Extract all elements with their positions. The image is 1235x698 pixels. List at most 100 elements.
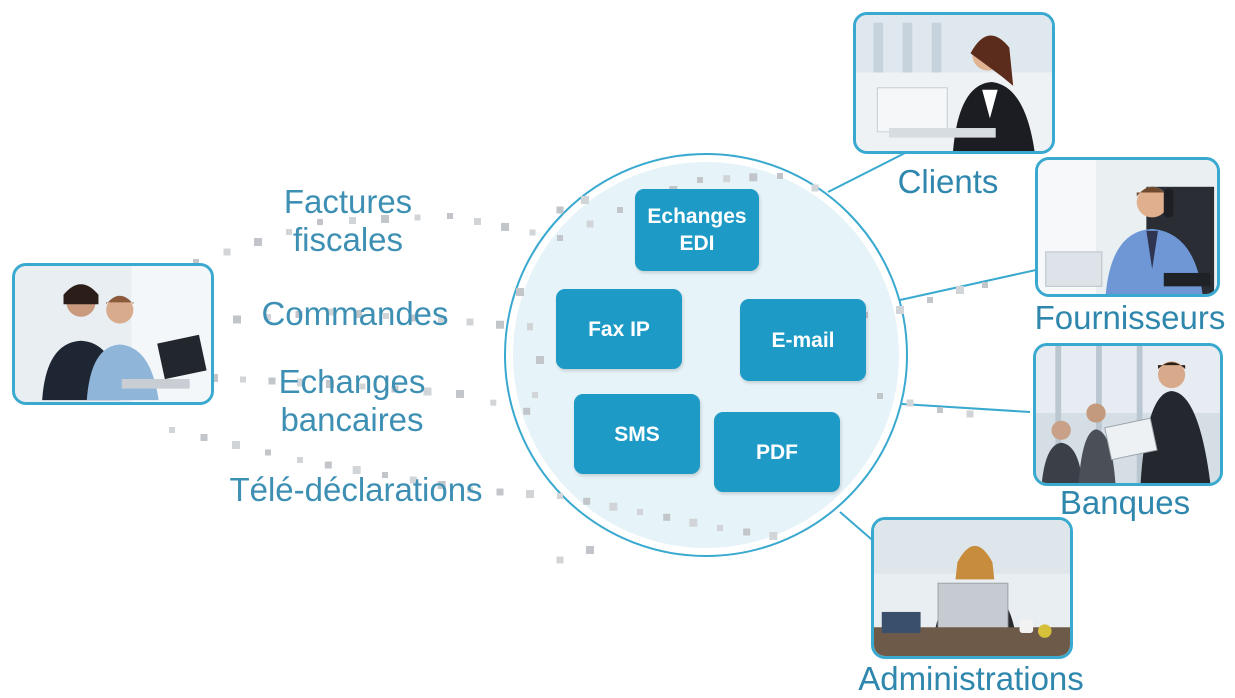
flow-dot — [232, 441, 240, 449]
channel-label: E-mail — [771, 328, 835, 352]
flow-dot — [532, 392, 538, 398]
flow-dot — [447, 213, 453, 219]
flow-dot — [265, 314, 271, 320]
flow-dot — [723, 175, 731, 183]
partner-label-clients: Clients — [878, 163, 1018, 201]
partner-label-banques: Banques — [1050, 484, 1200, 522]
company-team-photo — [12, 263, 214, 405]
flow-dot — [414, 214, 421, 221]
flow-dot — [265, 449, 271, 456]
channel-label: Fax IP — [588, 317, 650, 341]
flow-dot — [896, 306, 904, 314]
flow-label-text: Télé-déclarations — [229, 471, 483, 508]
flow-dot — [811, 184, 819, 192]
clients-photo — [853, 12, 1055, 154]
flow-dot — [956, 286, 964, 294]
channel-echanges-edi: Echanges EDI — [635, 189, 759, 271]
flow-dot — [586, 220, 594, 228]
flow-dot — [529, 229, 536, 236]
flow-dot — [516, 288, 524, 296]
flow-label-text: Echanges bancaires — [278, 363, 426, 438]
flow-dot — [527, 323, 533, 329]
connector-fournisseurs — [899, 269, 1037, 301]
flow-dot — [583, 497, 591, 505]
flow-dot — [581, 196, 589, 204]
flow-dot — [381, 215, 389, 223]
flow-dot — [268, 377, 276, 385]
partner-label-text: Administrations — [858, 660, 1084, 697]
flow-dot — [254, 238, 262, 246]
flow-dot — [193, 259, 199, 265]
flow-dot — [240, 376, 246, 383]
exchange-hub-outline — [504, 153, 908, 557]
flow-dot — [526, 490, 534, 498]
flow-dot — [466, 318, 474, 326]
connector-banques — [901, 403, 1031, 413]
flow-dot — [609, 502, 618, 511]
flow-dot — [490, 399, 497, 406]
partner-label-text: Banques — [1059, 484, 1191, 521]
channel-sms: SMS — [574, 394, 700, 474]
flow-dot — [467, 487, 473, 493]
flow-dot — [286, 229, 292, 235]
partner-label-text: Clients — [897, 163, 999, 200]
flow-dot — [777, 173, 783, 179]
flow-dot — [423, 387, 432, 396]
flow-dot — [556, 556, 564, 564]
flow-dot — [169, 427, 175, 433]
flow-dot — [496, 320, 504, 329]
flow-dot — [637, 509, 643, 515]
partner-label-administrations: Administrations — [846, 660, 1096, 698]
fournisseurs-photo — [1035, 157, 1220, 297]
flow-label-factures-fiscales: Factures fiscales — [268, 183, 428, 259]
partner-label-text: Fournisseurs — [1034, 299, 1226, 336]
flow-dot — [982, 282, 988, 288]
flow-dot — [200, 434, 208, 441]
flow-dot — [456, 390, 464, 398]
flow-dot — [536, 356, 544, 364]
banques-photo — [1033, 343, 1223, 486]
channel-fax-ip: Fax IP — [556, 289, 682, 369]
channel-email: E-mail — [740, 299, 866, 381]
flow-dot — [877, 393, 883, 399]
flow-label-commandes: Commandes — [250, 295, 460, 333]
partner-label-fournisseurs: Fournisseurs — [1030, 299, 1230, 337]
flow-dot — [557, 235, 563, 241]
flow-dot — [496, 488, 504, 496]
flow-dot — [557, 493, 563, 499]
administrations-photo — [871, 517, 1073, 659]
flow-dot — [391, 385, 399, 393]
flow-dot — [233, 315, 241, 324]
flow-label-teledeclarations: Télé-déclarations — [220, 471, 492, 509]
flow-dot — [326, 308, 334, 316]
flow-dot — [689, 518, 698, 527]
flow-dot — [556, 206, 564, 214]
flow-dot — [324, 461, 332, 469]
flow-dot — [749, 173, 758, 182]
flow-dot — [697, 177, 703, 183]
flow-dot — [501, 223, 509, 231]
channel-label: Echanges EDI — [647, 205, 747, 255]
channel-label: SMS — [614, 422, 660, 446]
flow-dot — [354, 310, 362, 318]
channel-label: PDF — [756, 440, 798, 464]
flow-dot — [617, 207, 623, 213]
flow-dot — [523, 407, 531, 415]
flow-dot — [326, 380, 334, 388]
flow-dot — [437, 481, 446, 489]
flow-dot — [769, 532, 778, 540]
flow-dot — [906, 399, 914, 407]
connector-clients — [827, 152, 906, 193]
flow-dot — [927, 297, 933, 303]
flow-dot — [383, 313, 389, 319]
flow-dot — [474, 218, 481, 225]
flow-dot — [438, 316, 446, 324]
flow-dot — [410, 314, 418, 322]
flow-label-text: Commandes — [261, 295, 449, 332]
flow-dot — [349, 217, 356, 224]
flow-dot — [743, 528, 751, 536]
flow-dot — [297, 457, 303, 463]
flow-dot — [359, 383, 366, 390]
flow-dot — [663, 513, 671, 521]
